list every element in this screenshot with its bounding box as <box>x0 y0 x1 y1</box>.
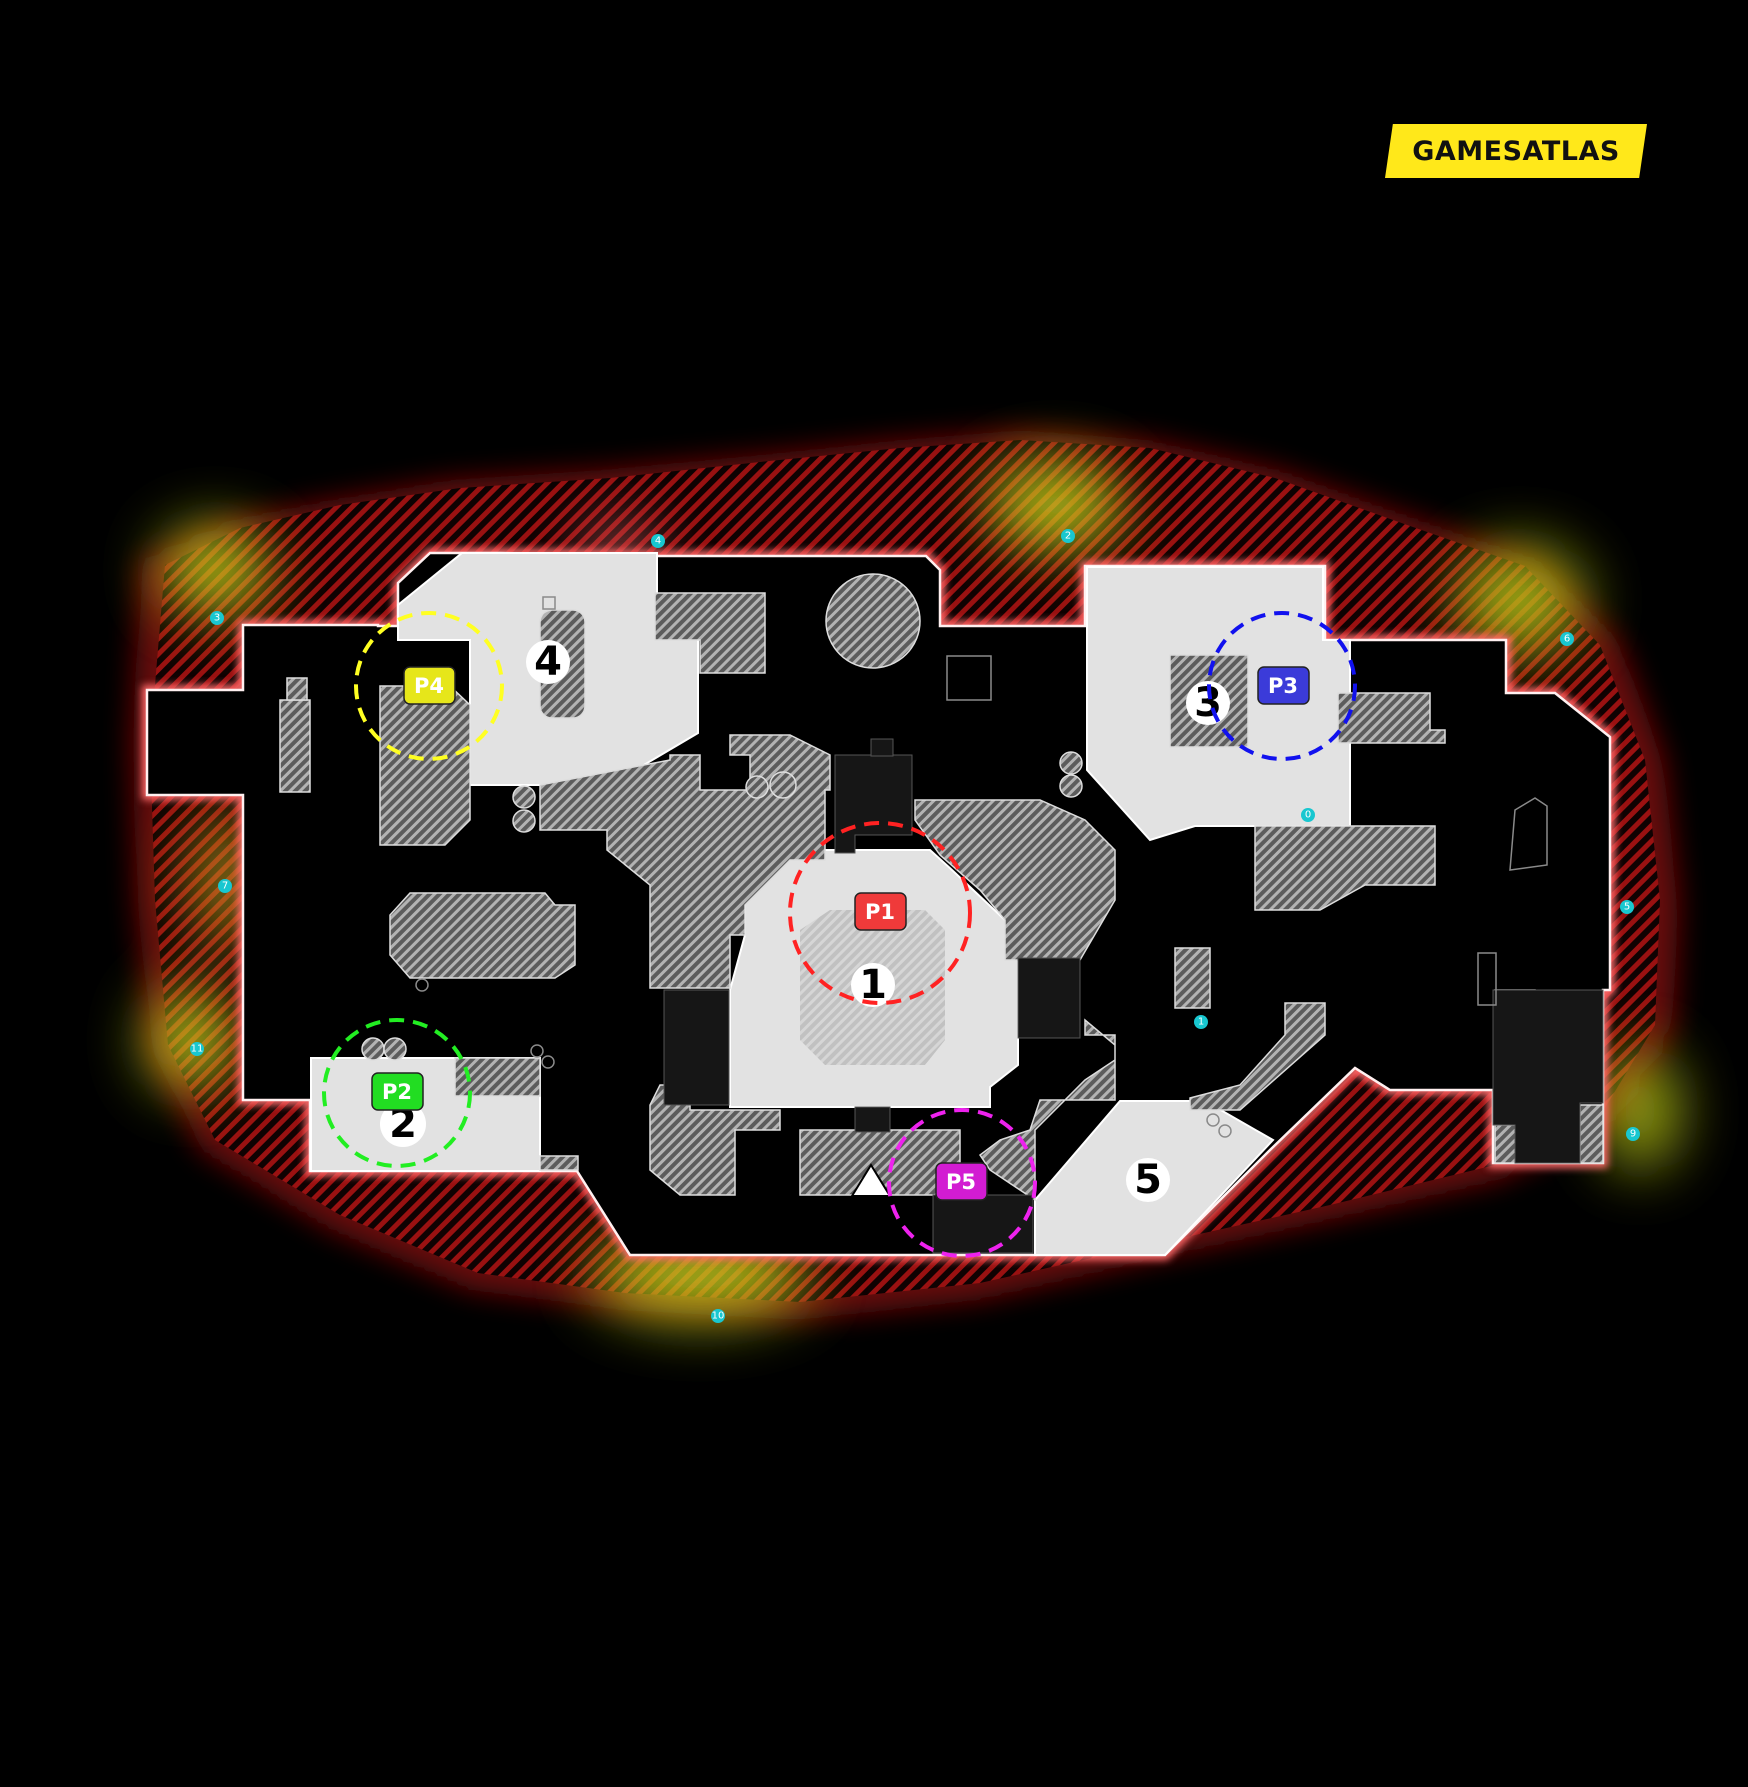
player-radii <box>322 611 1357 1258</box>
zone-label: 4 <box>534 639 562 685</box>
waypoint-7: 7 <box>218 879 232 893</box>
waypoint-label: 3 <box>214 613 220 624</box>
waypoint-label: 2 <box>1065 531 1071 542</box>
waypoint-label: 5 <box>1624 902 1630 913</box>
zone-discs <box>380 640 1230 1202</box>
waypoint-label: 7 <box>222 881 228 892</box>
waypoint-1: 1 <box>1194 1015 1208 1029</box>
waypoint-0: 0 <box>1301 808 1315 822</box>
waypoint-2: 2 <box>1061 529 1075 543</box>
player-label: P5 <box>946 1170 976 1194</box>
player-marker-p3[interactable]: P3 <box>1257 666 1310 705</box>
pillars <box>361 573 1083 1061</box>
logo-text: GAMESATLAS <box>1412 135 1620 167</box>
player-label: P4 <box>414 674 444 698</box>
player-marker-p1[interactable]: P1 <box>854 892 907 931</box>
waypoints: 0 1 2 3 4 5 6 7 9 10 11 <box>190 529 1640 1323</box>
waypoint-label: 10 <box>712 1311 725 1322</box>
player-label: P2 <box>382 1080 412 1104</box>
waypoint-11: 11 <box>190 1042 204 1056</box>
waypoint-5: 5 <box>1620 900 1634 914</box>
triangle-marker-icon <box>850 1163 892 1197</box>
outline-details <box>415 596 1548 1138</box>
waypoint-6: 6 <box>1560 632 1574 646</box>
waypoint-label: 0 <box>1305 810 1311 821</box>
waypoint-label: 6 <box>1564 634 1570 645</box>
zone-label: 5 <box>1134 1157 1162 1203</box>
waypoint-label: 9 <box>1630 1129 1636 1140</box>
player-marker-p2[interactable]: P2 <box>371 1072 424 1111</box>
waypoint-4: 4 <box>651 534 665 548</box>
waypoint-9: 9 <box>1626 1127 1640 1141</box>
waypoint-label: 11 <box>191 1044 204 1055</box>
waypoint-10: 10 <box>711 1309 725 1323</box>
waypoint-label: 4 <box>655 536 661 547</box>
player-badges[interactable]: P1 P2 P3 P4 P5 <box>371 666 1310 1201</box>
player-marker-p5[interactable]: P5 <box>935 1162 988 1201</box>
gamesatlas-logo[interactable]: GAMESATLAS <box>1385 124 1647 178</box>
player-label: P3 <box>1268 674 1298 698</box>
waypoint-3: 3 <box>210 611 224 625</box>
waypoint-label: 1 <box>1198 1017 1204 1028</box>
player-label: P1 <box>865 900 895 924</box>
player-marker-p4[interactable]: P4 <box>403 666 456 705</box>
